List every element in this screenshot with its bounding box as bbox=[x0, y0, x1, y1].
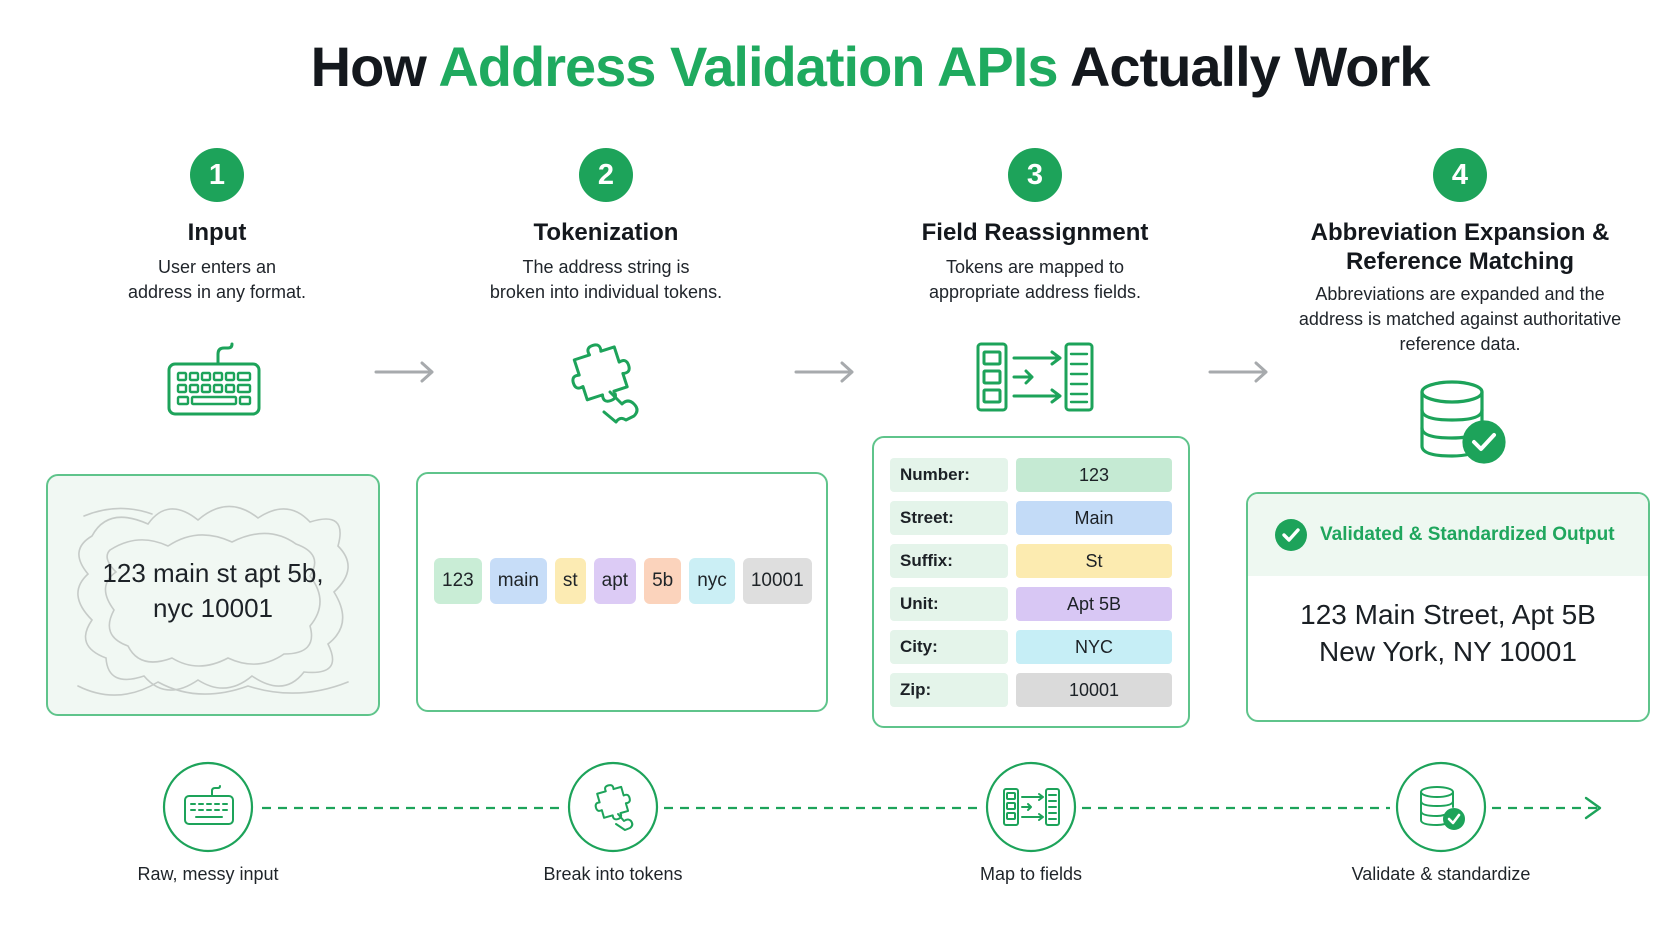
field-mapping-icon bbox=[976, 342, 1094, 412]
standardized-address: 123 Main Street, Apt 5B New York, NY 100… bbox=[1248, 596, 1648, 670]
check-circle-icon bbox=[1275, 519, 1307, 551]
step-title: Input bbox=[187, 219, 247, 246]
arrow-right-icon bbox=[794, 361, 854, 383]
timeline-node-puzzle bbox=[567, 761, 659, 853]
step-title: Abbreviation Expansion & Reference Match… bbox=[1270, 218, 1650, 276]
step-description-line: address in any format. bbox=[127, 282, 307, 302]
tokens-card: 123 main st apt 5b nyc 10001 bbox=[416, 472, 828, 712]
step-title-line: Abbreviation Expansion & bbox=[1310, 219, 1610, 246]
title-suffix: Actually Work bbox=[1069, 35, 1430, 98]
step-description: The address string is broken into indivi… bbox=[446, 255, 766, 305]
puzzle-icon bbox=[594, 784, 634, 831]
token-chip: 10001 bbox=[742, 558, 812, 604]
field-value: Main bbox=[1016, 501, 1172, 535]
token-chip: st bbox=[554, 558, 586, 604]
field-label: Suffix: bbox=[890, 544, 1008, 578]
field-label: City: bbox=[890, 630, 1008, 664]
step-description-line: Tokens are mapped to bbox=[945, 257, 1125, 277]
step-description-line: Abbreviations are expanded and the bbox=[1315, 284, 1605, 304]
standardized-address-line: 123 Main Street, Apt 5B bbox=[1300, 599, 1596, 630]
step-description-line: appropriate address fields. bbox=[928, 282, 1142, 302]
timeline-node-database bbox=[1395, 761, 1487, 853]
step-title: Tokenization bbox=[533, 219, 679, 246]
field-value: 123 bbox=[1016, 458, 1172, 492]
token-list: 123 main st apt 5b nyc 10001 bbox=[434, 558, 812, 604]
token-chip: apt bbox=[593, 558, 637, 604]
output-header: Validated & Standardized Output bbox=[1248, 494, 1648, 576]
step-field-reassignment: 3 Field Reassignment Tokens are mapped t… bbox=[870, 148, 1200, 305]
diagram-title: How Address Validation APIs Actually Wor… bbox=[0, 34, 1672, 99]
field-label: Unit: bbox=[890, 587, 1008, 621]
arrow-right-icon bbox=[1208, 361, 1268, 383]
scribble-decoration bbox=[77, 505, 349, 696]
step-number: 3 bbox=[1008, 148, 1062, 202]
step-title: Field Reassignment bbox=[921, 219, 1149, 246]
step-title-line: Reference Matching bbox=[1345, 248, 1575, 275]
step-description: Tokens are mapped to appropriate address… bbox=[870, 255, 1200, 305]
title-accent: Address Validation APIs bbox=[438, 35, 1058, 98]
step-description: User enters an address in any format. bbox=[82, 255, 352, 305]
token-chip: main bbox=[489, 558, 547, 604]
keyboard-icon bbox=[184, 785, 234, 825]
timeline-label: Validate & standardize bbox=[1351, 864, 1531, 884]
standardized-address-line: New York, NY 10001 bbox=[1319, 636, 1577, 667]
step-description: Abbreviations are expanded and the addre… bbox=[1270, 282, 1650, 357]
field-value: Apt 5B bbox=[1016, 587, 1172, 621]
raw-input-line: 123 main st apt 5b, bbox=[102, 558, 324, 588]
step-description-line: reference data. bbox=[1399, 334, 1521, 354]
puzzle-icon bbox=[571, 343, 639, 424]
timeline-label: Raw, messy input bbox=[137, 864, 279, 884]
validated-output-card: Validated & Standardized Output 123 Main… bbox=[1246, 492, 1650, 722]
database-check-icon bbox=[1420, 380, 1506, 464]
step-input: 1 Input User enters an address in any fo… bbox=[82, 148, 352, 305]
step-description-line: address is matched against authoritative bbox=[1298, 309, 1622, 329]
step-description-line: broken into individual tokens. bbox=[489, 282, 723, 302]
token-chip: 123 bbox=[434, 558, 482, 604]
step-number: 2 bbox=[579, 148, 633, 202]
field-label: Street: bbox=[890, 501, 1008, 535]
field-label: Zip: bbox=[890, 673, 1008, 707]
step-description-line: User enters an bbox=[157, 257, 277, 277]
field-label: Number: bbox=[890, 458, 1008, 492]
field-value: St bbox=[1016, 544, 1172, 578]
arrow-head-icon bbox=[1584, 796, 1602, 820]
fields-card: Number: 123 Street: Main Suffix: St Unit… bbox=[872, 436, 1190, 728]
timeline-label: Map to fields bbox=[979, 864, 1083, 884]
output-header-label: Validated & Standardized Output bbox=[1320, 524, 1615, 545]
timeline-node-mapping bbox=[985, 761, 1077, 853]
raw-input-card: 123 main st apt 5b, nyc 10001 bbox=[46, 474, 380, 716]
token-chip: nyc bbox=[689, 558, 735, 604]
step-abbreviation-expansion: 4 Abbreviation Expansion & Reference Mat… bbox=[1270, 148, 1650, 357]
title-prefix: How bbox=[310, 35, 427, 98]
raw-input-line: nyc 10001 bbox=[153, 593, 273, 623]
step-description-line: The address string is bbox=[522, 257, 690, 277]
field-value: 10001 bbox=[1016, 673, 1172, 707]
database-check-icon bbox=[1420, 786, 1465, 830]
keyboard-icon bbox=[167, 342, 261, 416]
token-chip: 5b bbox=[644, 558, 682, 604]
timeline-node-keyboard bbox=[162, 761, 254, 853]
step-number: 4 bbox=[1433, 148, 1487, 202]
field-value: NYC bbox=[1016, 630, 1172, 664]
step-number: 1 bbox=[190, 148, 244, 202]
timeline-label: Break into tokens bbox=[543, 864, 683, 884]
step-tokenization: 2 Tokenization The address string is bro… bbox=[446, 148, 766, 305]
raw-input-text: 123 main st apt 5b, nyc 10001 bbox=[48, 556, 378, 626]
arrow-right-icon bbox=[374, 361, 434, 383]
field-mapping-icon bbox=[1003, 788, 1060, 826]
